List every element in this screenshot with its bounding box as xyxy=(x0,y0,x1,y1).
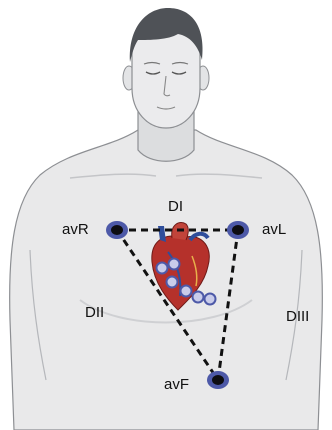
electrode-avf xyxy=(207,371,229,389)
avl-label: avL xyxy=(262,222,286,237)
electrode-avr xyxy=(106,221,128,239)
precordial-electrode-v3 xyxy=(167,277,178,288)
precordial-electrode-v5 xyxy=(193,292,204,303)
electrode-avl xyxy=(227,221,249,239)
precordial-electrode-v1 xyxy=(157,263,168,274)
precordial-electrode-v2 xyxy=(169,259,180,270)
lead-iii-label: DIII xyxy=(286,309,309,324)
avf-label: avF xyxy=(164,377,189,392)
lead-i-label: DI xyxy=(168,199,183,214)
avr-label: avR xyxy=(62,222,89,237)
precordial-electrode-v4 xyxy=(181,286,192,297)
lead-ii-label: DII xyxy=(85,305,104,320)
precordial-electrode-v6 xyxy=(205,294,216,305)
